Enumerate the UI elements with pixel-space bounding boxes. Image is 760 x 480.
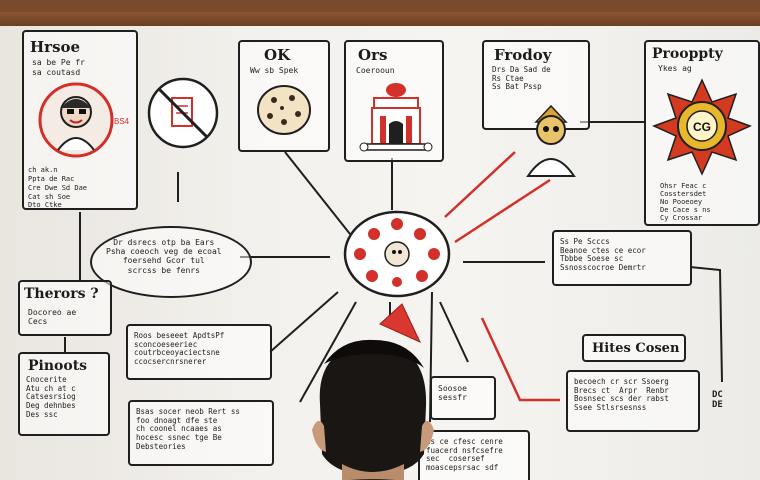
profile-box-footer-5: Dto Ctke	[28, 201, 62, 209]
hites-cosen-text: becoech cr scr Ssoerg Brecs ct Arpr Renb…	[574, 377, 669, 412]
profile-box-title: Hrsoe	[30, 38, 81, 56]
sun-emblem-badge: CG	[693, 120, 711, 134]
prooppty-box: Prooppty Ykes ag CG Ohsr Feac c Cossters…	[644, 40, 760, 226]
small-center-note-text: Soosoe sessfr	[438, 384, 467, 403]
viewer-head-silhouette	[312, 339, 434, 480]
svg-text:BS4: BS4	[114, 117, 130, 126]
whiteboard: Hrsoe sa be Pe fr sa coutasd BS4 ch ak.n…	[0, 12, 760, 480]
right-mid-note-text: Ss Pe Scccs Beanoe ctes ce ecor Tbbbe So…	[560, 237, 646, 272]
center-left-note: Roos beseeet ApdtsPf sconcoeseeriec cout…	[126, 324, 272, 380]
profile-box-footer-4: Cat sh Soe	[28, 193, 71, 201]
hites-cosen-title: Hites Cosen	[592, 341, 680, 356]
portrait-illustration: BS4	[38, 82, 130, 158]
bottom-center-note: ns ce cfesc cenre fuacerd nsfcsefre sec …	[418, 430, 530, 480]
oval-note: Dr dsrecs otp ba Ears Psha coeoch veg de…	[90, 226, 252, 298]
therors-box-text: Docoreo ae Cecs	[28, 308, 77, 327]
small-center-note: Soosoe sessfr	[430, 376, 496, 420]
frodoy-box-title: Frodoy	[494, 46, 552, 64]
ors-box-title: Ors	[358, 46, 388, 64]
prooppty-box-title: Prooppty	[652, 46, 723, 62]
oval-note-text: Dr dsrecs otp ba Ears Psha coeoch veg de…	[106, 238, 222, 275]
central-hub-icon	[343, 210, 451, 298]
right-mid-note: Ss Pe Scccs Beanoe ctes ce ecor Tbbbe So…	[552, 230, 692, 286]
prooppty-box-subtitle: Ykes ag	[658, 64, 692, 73]
frodoy-box-text: Drs Da Sad de Rs Ctae Ss Bat Pssp	[492, 65, 551, 92]
pinoots-box-text: Cnocerite Atu ch at c Catsesrsiog Deg de…	[26, 375, 76, 419]
ok-box-title: OK	[264, 46, 291, 64]
profile-box-footer-3: Cre Dwe Sd Dae	[28, 184, 88, 192]
therors-box: Therors ? Docoreo ae Cecs	[18, 280, 112, 336]
profile-box-footer-2: Ppta de Rac	[28, 175, 75, 183]
side-note: DC DE	[712, 390, 723, 411]
sun-emblem: CG	[652, 78, 752, 176]
pinoots-box-title: Pinoots	[28, 358, 88, 374]
pinoots-box: Pinoots Cnocerite Atu ch at c Catsesrsio…	[18, 352, 110, 436]
no-sign-icon	[147, 77, 219, 149]
board-frame	[0, 12, 760, 26]
profile-box-text-1: sa be Pe fr	[32, 58, 85, 67]
ors-box-subtitle: Coerooun	[356, 66, 395, 75]
hites-cosen-title-box: Hites Cosen	[582, 334, 686, 362]
ors-box: Ors Coerooun	[344, 40, 444, 162]
center-left-note-text: Roos beseeet ApdtsPf sconcoeseeriec cout…	[134, 331, 225, 366]
bottom-center-note-text: ns ce cfesc cenre fuacerd nsfcsefre sec …	[426, 437, 503, 472]
ok-box-subtitle: Ww sb Spek	[250, 66, 299, 75]
hites-cosen-box: becoech cr scr Ssoerg Brecs ct Arpr Renb…	[566, 370, 700, 432]
character-figure	[526, 104, 576, 177]
prooppty-box-footer: Ohsr Feac c Cosstersdet No Pooeoey De Ca…	[660, 182, 711, 223]
therors-box-title: Therors ?	[24, 286, 99, 302]
ok-box: OK Ww sb Spek	[238, 40, 330, 152]
profile-box-footer-1: ch ak.n	[28, 166, 58, 174]
profile-box-text-2: sa coutasd	[32, 68, 81, 77]
bottom-left-note-text: Bsas socer neob Rert ss foo dnoagt dfe s…	[136, 407, 240, 451]
clock-icon	[257, 85, 311, 135]
building-icon	[359, 83, 433, 152]
frodoy-box: Frodoy Drs Da Sad de Rs Ctae Ss Bat Pssp	[482, 40, 590, 130]
profile-box: Hrsoe sa be Pe fr sa coutasd BS4 ch ak.n…	[22, 30, 138, 210]
bottom-left-note: Bsas socer neob Rert ss foo dnoagt dfe s…	[128, 400, 274, 466]
